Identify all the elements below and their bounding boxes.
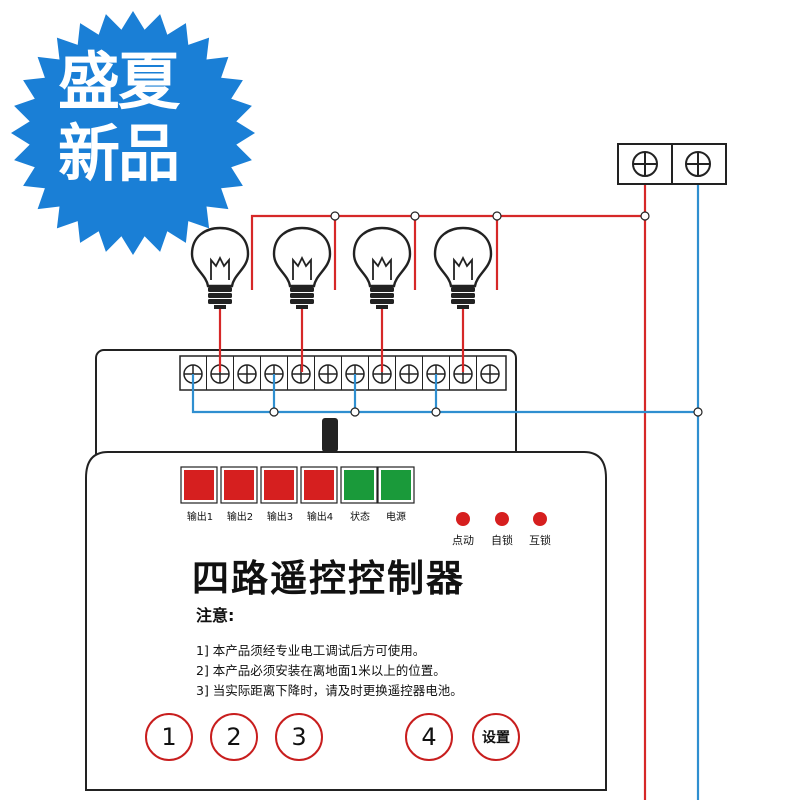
wires [191, 168, 703, 800]
note-3: 3] 当实际距离下降时，请及时更换遥控器电池。 [196, 683, 463, 698]
terminal-screw-icon [314, 356, 338, 390]
terminal-screw-icon [233, 356, 257, 390]
button-1[interactable]: 1 [145, 713, 193, 761]
indicator-label-momentary: 点动 [452, 534, 474, 547]
led-label-output2: 输出2 [226, 512, 254, 523]
led-label-output1: 输出1 [186, 512, 214, 523]
junctions [269, 211, 703, 417]
indicator-dot-interlock [533, 512, 547, 526]
led-window [180, 466, 218, 504]
led-window [220, 466, 258, 504]
led-window [300, 466, 338, 504]
indicator-dot-latch [495, 512, 509, 526]
terminal-screw-icon [449, 356, 473, 390]
terminal-strip [179, 355, 507, 391]
light-bulb-icon [433, 226, 493, 309]
neutral-bus-wire [191, 374, 698, 414]
light-bulb-icon [190, 226, 250, 309]
led-window [340, 466, 378, 504]
led-label-output3: 输出3 [266, 512, 294, 523]
terminal-screw-icon [476, 356, 500, 390]
badge-line-2: 新品 [58, 117, 180, 190]
note-1: 1] 本产品须经专业电工调试后方可使用。 [196, 643, 426, 658]
settings-button[interactable]: 设置 [472, 713, 520, 761]
terminal-screw-icon [395, 356, 419, 390]
led-label-output4: 输出4 [306, 512, 334, 523]
indicator-label-interlock: 互锁 [529, 534, 551, 547]
terminal-screw-icon [287, 356, 311, 390]
badge-line-1: 盛夏 [58, 45, 180, 118]
led-window [260, 466, 298, 504]
indicator-label-latch: 自锁 [491, 534, 513, 547]
promo-badge-text: 盛夏 新品 [58, 46, 208, 190]
indicator-dot-momentary [456, 512, 470, 526]
device-title: 四路遥控控制器 [192, 557, 465, 600]
button-2[interactable]: 2 [210, 713, 258, 761]
light-bulb-icon [272, 226, 332, 309]
led-label-status: 状态 [350, 512, 370, 523]
live-bus-wire [250, 214, 645, 290]
notes-title: 注意: [196, 606, 235, 625]
button-4[interactable]: 4 [405, 713, 453, 761]
led-label-power: 电源 [386, 512, 406, 523]
led-panel [180, 466, 415, 504]
power-input-terminal [617, 143, 727, 185]
terminal-block-group [183, 356, 500, 390]
led-window [377, 466, 415, 504]
lamps [190, 226, 493, 309]
promo-badge-icon [11, 11, 255, 255]
antenna-knob [322, 418, 338, 452]
device-lower-housing [85, 451, 607, 791]
light-bulb-icon [352, 226, 412, 309]
note-2: 2] 本产品必须安装在离地面1米以上的位置。 [196, 663, 446, 678]
button-3[interactable]: 3 [275, 713, 323, 761]
